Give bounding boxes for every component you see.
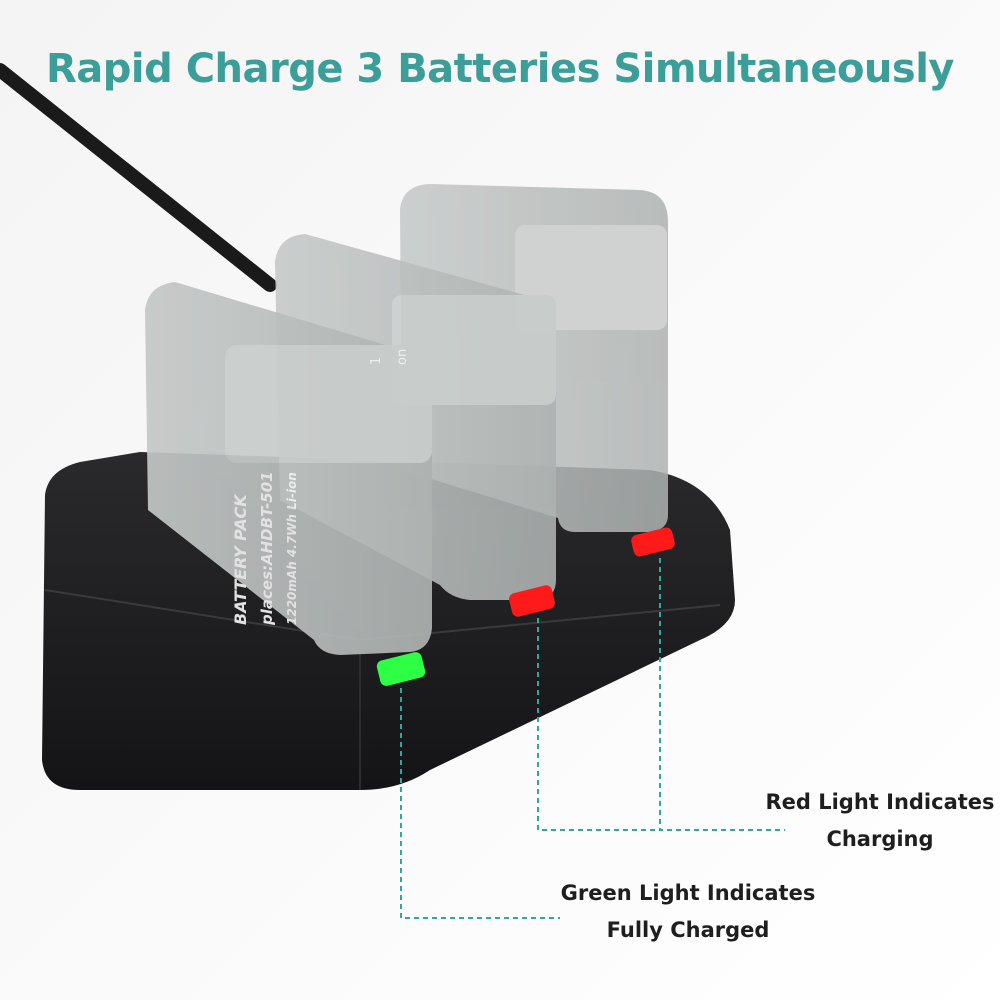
callout-green: Green Light Indicates Fully Charged	[548, 875, 828, 949]
led-red-icon-2	[631, 527, 675, 557]
battery-2-partial-label: 1	[369, 357, 384, 365]
battery-label-line1: BATTERY PACK	[231, 493, 250, 625]
leader-lines	[400, 558, 785, 919]
headline: Rapid Charge 3 Batteries Simultaneously	[46, 46, 955, 92]
battery-2-partial-label-b: on	[395, 349, 410, 365]
callout-red-line2: Charging	[826, 827, 934, 851]
led-red-icon	[509, 585, 555, 617]
battery-1: BATTERY PACK places:AHDBT-501 1220mAh 4.…	[145, 282, 432, 655]
callout-red-line1: Red Light Indicates	[765, 790, 995, 814]
callout-red: Red Light Indicates Charging	[760, 784, 1000, 858]
battery-label-line2: places:AHDBT-501	[258, 471, 276, 626]
callout-green-line1: Green Light Indicates	[560, 881, 816, 905]
usb-cable-icon	[0, 63, 277, 292]
callout-green-line2: Fully Charged	[606, 918, 770, 942]
led-green-icon	[376, 652, 426, 686]
battery-label-line3: 1220mAh 4.7Wh Li-ion	[285, 472, 299, 625]
